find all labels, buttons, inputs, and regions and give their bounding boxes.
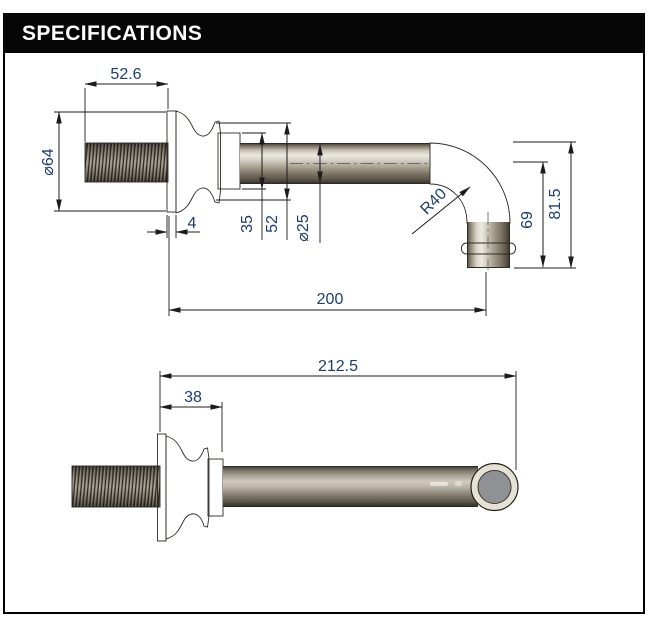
drawing-frame bbox=[3, 13, 645, 614]
base-length-label: 38 bbox=[184, 389, 202, 406]
bend-radius-label: R40 bbox=[417, 185, 450, 218]
flange-diameter-label: ⌀64 bbox=[40, 148, 57, 176]
collar-top bbox=[207, 458, 224, 517]
spout-pipe bbox=[240, 143, 430, 184]
bell-highlight-top bbox=[189, 472, 203, 482]
dim-outlet-drop-center: 69 bbox=[513, 161, 548, 268]
spout-pipe-top bbox=[223, 466, 478, 507]
thread-length-label: 52.6 bbox=[110, 66, 141, 83]
page-title: SPECIFICATIONS bbox=[22, 21, 203, 45]
header-bar: SPECIFICATIONS bbox=[3, 13, 645, 53]
outlet-leg bbox=[467, 222, 510, 268]
dim-bend-radius: R40 bbox=[411, 185, 471, 235]
bell-diameter-label: 52 bbox=[264, 215, 281, 233]
dim-flange-diameter: ⌀64 bbox=[40, 111, 166, 212]
dim-flange-thickness: 4 bbox=[147, 215, 200, 238]
dim-base-length: 38 bbox=[159, 389, 223, 452]
spout-reach-label: 200 bbox=[317, 291, 344, 308]
bell-body bbox=[175, 110, 221, 214]
dim-spout-reach: 200 bbox=[168, 216, 487, 316]
threaded-rod bbox=[84, 142, 169, 183]
threaded-rod-top bbox=[71, 465, 161, 508]
outlet-drop-overall-label: 81.5 bbox=[547, 188, 564, 219]
outlet-bead-ring bbox=[461, 242, 516, 255]
dim-pipe-diameter: ⌀25 bbox=[295, 143, 323, 243]
outlet-end-circle bbox=[470, 462, 519, 512]
collar bbox=[217, 132, 241, 190]
spout-bend bbox=[429, 142, 511, 224]
dim-bell-diameter: 52 bbox=[216, 122, 291, 240]
dim-outlet-drop-overall: 81.5 bbox=[513, 141, 576, 269]
pipe-reflection-2 bbox=[455, 481, 462, 486]
side-view: 52.6 ⌀64 4 bbox=[40, 66, 576, 316]
bell-body-top bbox=[165, 435, 210, 540]
bell-highlight bbox=[183, 145, 197, 155]
dim-overall-length: 212.5 bbox=[159, 358, 517, 470]
top-view: 212.5 38 bbox=[71, 358, 519, 542]
dim-thread-length: 52.6 bbox=[84, 66, 169, 142]
overall-length-label: 212.5 bbox=[318, 358, 358, 375]
outlet-drop-center-label: 69 bbox=[519, 211, 536, 229]
dim-collar-diameter: 35 bbox=[239, 132, 266, 240]
flange-thickness-label: 4 bbox=[188, 215, 197, 232]
collar-diameter-label: 35 bbox=[239, 215, 256, 233]
pipe-diameter-label: ⌀25 bbox=[295, 214, 312, 242]
pipe-reflection bbox=[430, 482, 448, 486]
